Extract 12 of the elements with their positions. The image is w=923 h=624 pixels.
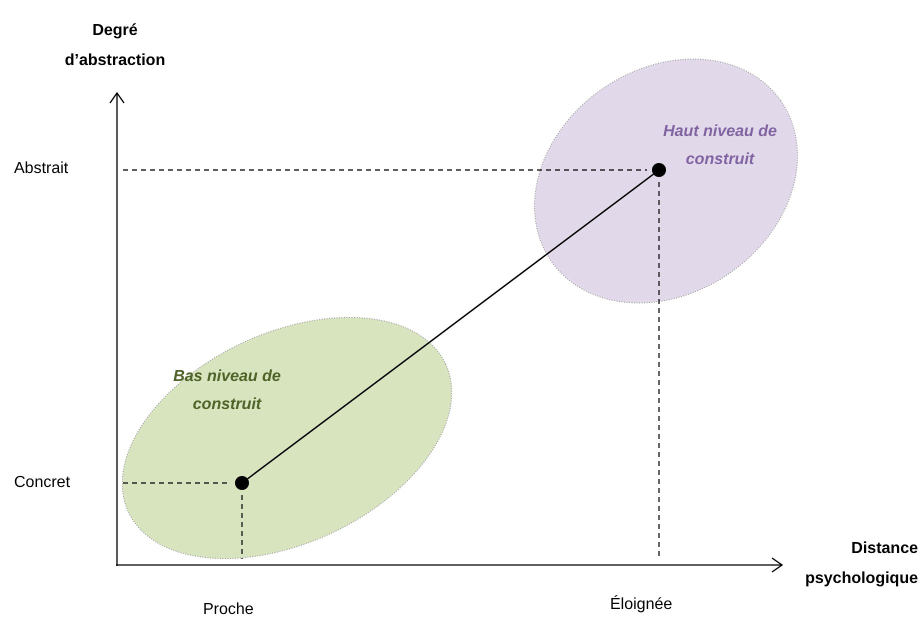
axis-title: Distance psychologique xyxy=(804,539,918,589)
axis-title: Degré d’abstraction xyxy=(64,21,166,71)
ellipse-label: Bas niveau de construit xyxy=(172,367,282,415)
ellipse-label: Haut niveau de construit xyxy=(662,122,778,170)
axis-value-label: Éloignée xyxy=(610,596,674,614)
axis-value-label: Proche xyxy=(203,601,255,619)
connector-line xyxy=(247,174,654,480)
axis-value-label: Concret xyxy=(14,474,72,492)
point-marker xyxy=(235,476,249,490)
construal-ellipse xyxy=(534,58,798,304)
axis-value-label: Abstrait xyxy=(14,160,70,178)
point-marker xyxy=(652,163,666,177)
